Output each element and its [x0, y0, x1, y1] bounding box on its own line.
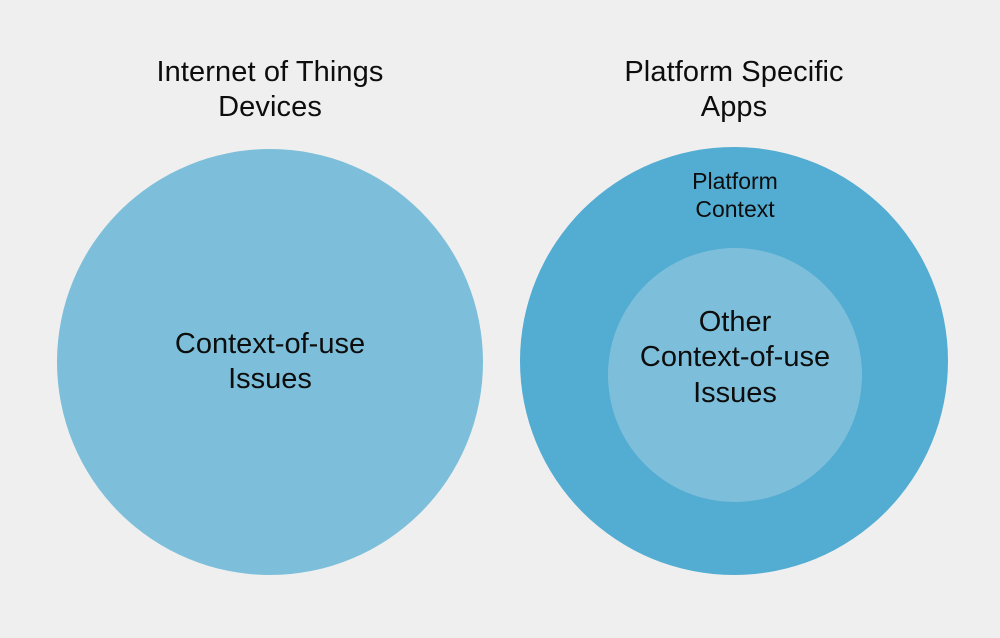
- other-context-issues-circle: [608, 248, 862, 502]
- other-context-issues-circle-label: Other Context-of-use Issues: [639, 306, 831, 409]
- platform-group-title: Platform Specific Apps: [624, 56, 844, 124]
- iot-context-circle: [57, 149, 483, 575]
- iot-context-circle-label: Context-of-use Issues: [174, 328, 366, 396]
- iot-group-title: Internet of Things Devices: [156, 56, 384, 124]
- platform-context-circle-label: Platform Context: [692, 168, 778, 223]
